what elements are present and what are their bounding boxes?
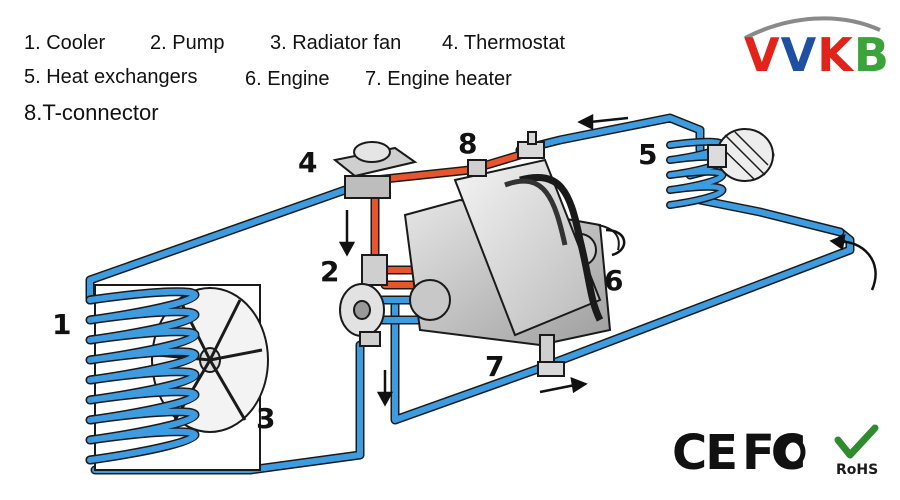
brand-letter: V — [780, 28, 818, 82]
callout-cooler: 1 — [52, 308, 72, 341]
callout-t-connector: 8 — [458, 127, 478, 160]
legend-item-t-connector: 8.T-connector — [24, 100, 159, 125]
callout-engine: 6 — [604, 264, 624, 297]
pump — [339, 254, 388, 347]
legend-item-engine: 6. Engine — [245, 68, 330, 90]
callout-pump: 2 — [320, 255, 340, 288]
legend-item-heat-exchangers: 5. Heat exchangers — [24, 66, 198, 88]
ce-mark: CE — [672, 425, 738, 481]
legend-item-radiator-fan: 3. Radiator fan — [270, 32, 402, 54]
rohs-mark: RoHS — [836, 462, 879, 478]
legend-item-thermostat: 4. Thermostat — [442, 32, 566, 54]
callout-thermostat: 4 — [298, 146, 318, 179]
fcc-mark: FC — [742, 425, 806, 481]
heat-exchanger-blower — [707, 128, 774, 182]
legend-item-pump: 2. Pump — [150, 32, 225, 54]
callout-heat-exchangers: 5 — [638, 138, 658, 171]
brand-letter: V — [744, 28, 781, 82]
brand-letter: K — [817, 28, 854, 82]
engine-heater — [453, 158, 604, 366]
brand-letter: B — [853, 28, 890, 82]
flow-arrows — [338, 113, 877, 407]
callout-engine-heater: 7 — [485, 350, 505, 383]
legend-item-engine-heater: 7. Engine heater — [365, 68, 512, 90]
brand-logo: VVKB — [744, 28, 890, 82]
legend-item-cooler: 1. Cooler — [24, 32, 106, 54]
thermostat — [332, 141, 418, 199]
callout-radiator-fan: 3 — [256, 402, 276, 435]
t-connector — [467, 131, 565, 377]
